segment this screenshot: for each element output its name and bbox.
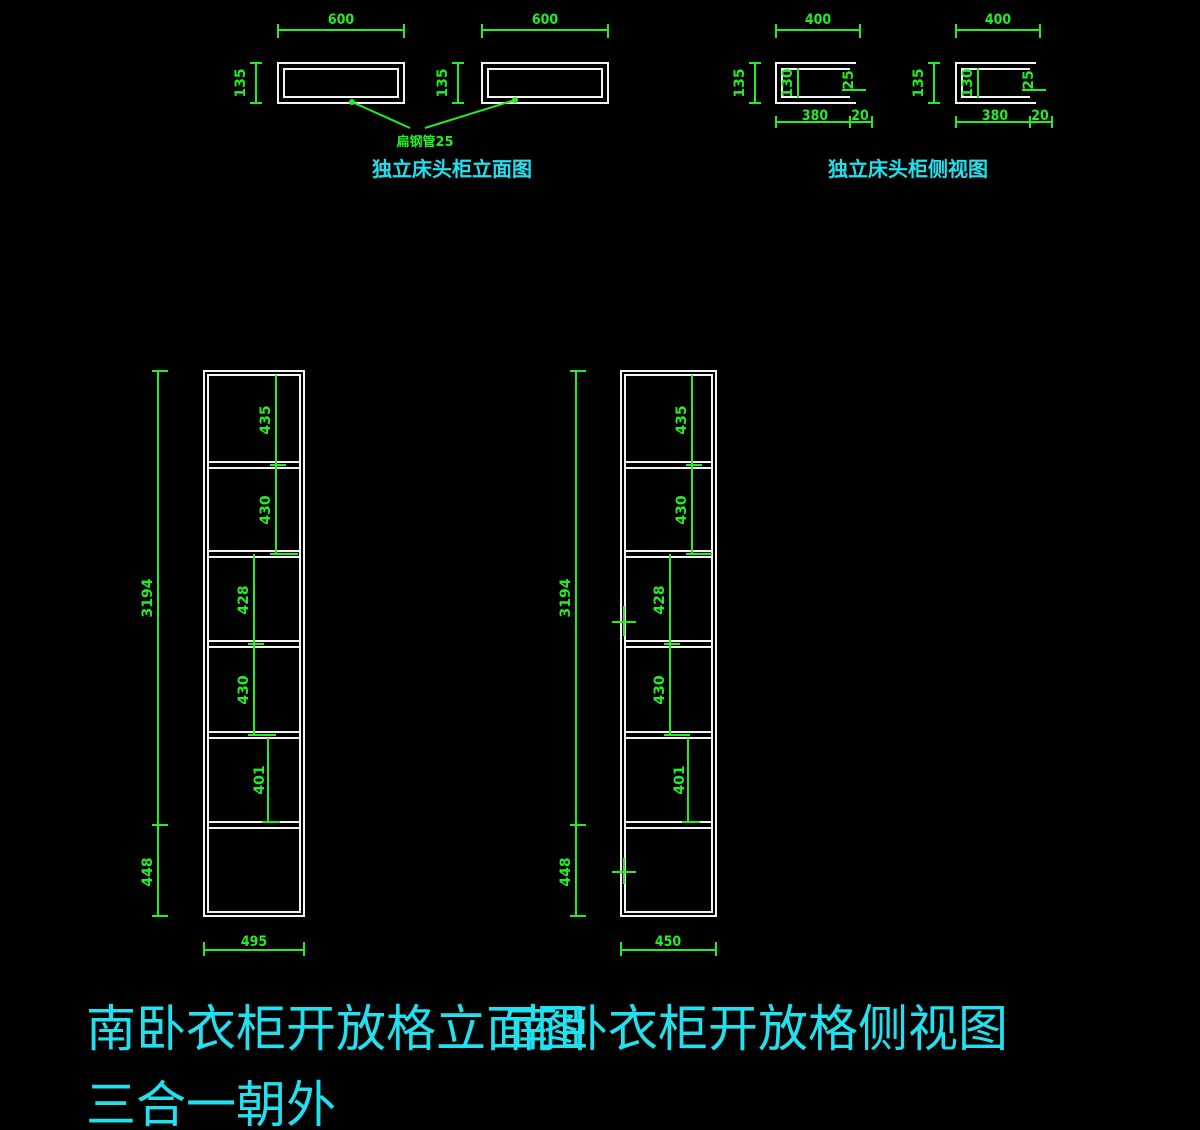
side-box-1-gap-dim: 20 xyxy=(851,108,869,124)
wardrobe-side-outline xyxy=(620,370,717,917)
side-box-2-depth-dim: 380 xyxy=(982,108,1009,124)
side-shelf-1-dim: 435 xyxy=(674,405,690,434)
wardrobe-elevation-view: 435 430 428 430 401 3194 448 495 xyxy=(140,370,305,956)
side-box-1-outline xyxy=(775,62,856,104)
nightstand-1-outline xyxy=(277,62,405,104)
elev-shelf-2-dim: 430 xyxy=(258,495,274,524)
elev-shelf-5-dim: 401 xyxy=(252,765,268,794)
side-box-2-inner-dim: 130 xyxy=(960,68,976,97)
bottom-caption: 三合一朝外 xyxy=(86,1076,336,1130)
elev-shelf-1-dim: 435 xyxy=(258,405,274,434)
side-box-2-width-dim: 400 xyxy=(985,12,1012,28)
nightstand-1-inner xyxy=(283,68,399,98)
nightstand-side-view: 400 400 135 135 130 130 25 25 380 20 xyxy=(732,12,1053,181)
side-box-2-inner xyxy=(961,68,1030,98)
side-box-1-height-dim: 135 xyxy=(732,68,748,97)
side-box-1-depth-dim: 380 xyxy=(802,108,829,124)
nightstand-side-caption: 独立床头柜侧视图 xyxy=(828,157,988,181)
wardrobe-elevation-outline xyxy=(203,370,305,917)
nightstand-elevation-view: 600 600 135 135 扁钢管25 独立床头柜立面图 xyxy=(233,12,609,181)
elev-total-upper-dim: 3194 xyxy=(140,578,156,617)
side-box-2-outline xyxy=(955,62,1036,104)
elev-shelf-4-dim: 430 xyxy=(236,675,252,704)
nightstand-2-inner xyxy=(487,68,603,98)
side-box-1-inner-dim: 130 xyxy=(780,68,796,97)
nightstand-elevation-caption: 独立床头柜立面图 xyxy=(372,157,532,181)
nightstand-2-height-dim: 135 xyxy=(435,68,451,97)
side-shelf-2-dim: 430 xyxy=(674,495,690,524)
nightstand-1-height-dim: 135 xyxy=(233,68,249,97)
side-box-1-inner xyxy=(781,68,850,98)
elev-width-dim: 495 xyxy=(241,934,267,950)
side-shelf-3-dim: 428 xyxy=(652,585,668,614)
side-box-1-width-dim: 400 xyxy=(805,12,832,28)
elevation-caption: 南卧衣柜开放格立面图 xyxy=(86,1000,586,1058)
side-box-2-lip-dim: 25 xyxy=(1021,70,1037,89)
nightstand-2-width-dim: 600 xyxy=(532,12,559,28)
wardrobe-side-view: 435 430 428 430 401 3194 448 450 xyxy=(558,370,717,956)
side-shelf-5-dim: 401 xyxy=(672,765,688,794)
wardrobe-elevation-shelves xyxy=(208,461,300,829)
elev-base-dim: 448 xyxy=(140,857,156,886)
side-shelf-4-dim: 430 xyxy=(652,675,668,704)
side-base-dim: 448 xyxy=(558,857,574,886)
side-box-2-height-dim: 135 xyxy=(911,68,927,97)
side-view-caption: 南卧衣柜开放格侧视图 xyxy=(508,1000,1008,1058)
side-box-2-gap-dim: 20 xyxy=(1031,108,1049,124)
side-box-1-lip-dim: 25 xyxy=(841,70,857,89)
nightstand-2-outline xyxy=(481,62,609,104)
side-width-dim: 450 xyxy=(655,934,682,950)
nightstand-1-width-dim: 600 xyxy=(328,12,355,28)
side-total-upper-dim: 3194 xyxy=(558,578,574,617)
steel-pipe-note: 扁钢管25 xyxy=(396,134,453,150)
elev-shelf-3-dim: 428 xyxy=(236,585,252,614)
